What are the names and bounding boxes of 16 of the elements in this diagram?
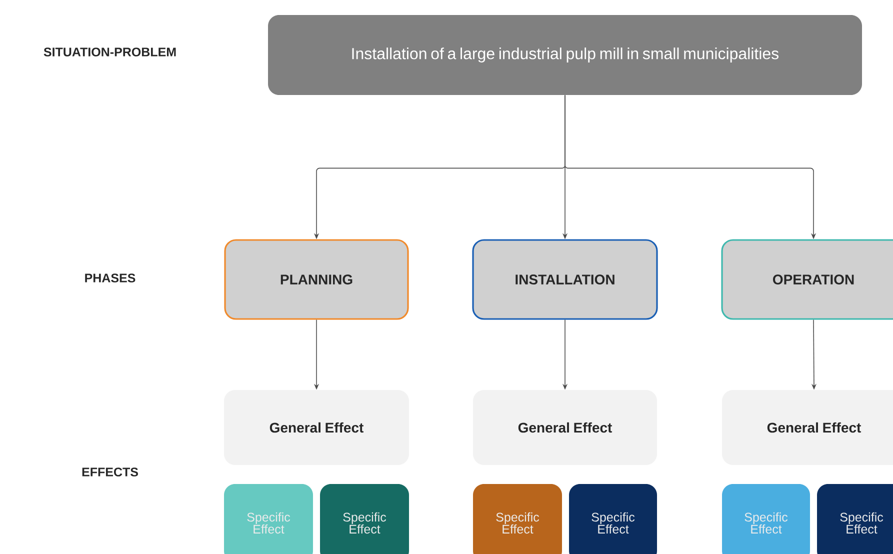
- effect-box: Specific Effect: [320, 484, 409, 554]
- phase-box: INSTALLATION: [472, 239, 658, 320]
- phase-box: PLANNING: [224, 239, 409, 320]
- row-label: PHASES: [85, 274, 136, 282]
- effect-box: General Effect: [473, 390, 657, 465]
- effect-box: Specific Effect: [224, 484, 313, 554]
- row-label: SITUATION-PROBLEM: [44, 48, 176, 56]
- row-label: EFFECTS: [82, 468, 138, 476]
- effect-box: General Effect: [224, 390, 409, 465]
- problem-box: Installation of a large industrial pulp mill in small municipalities: [268, 15, 862, 95]
- effect-box: Specific Effect: [722, 484, 810, 554]
- effect-box: General Effect: [722, 390, 893, 465]
- phase-box: OPERATION: [721, 239, 893, 320]
- effect-box: Specific Effect: [569, 484, 657, 554]
- effect-box: Specific Effect: [473, 484, 562, 554]
- effect-box: Specific Effect: [817, 484, 893, 554]
